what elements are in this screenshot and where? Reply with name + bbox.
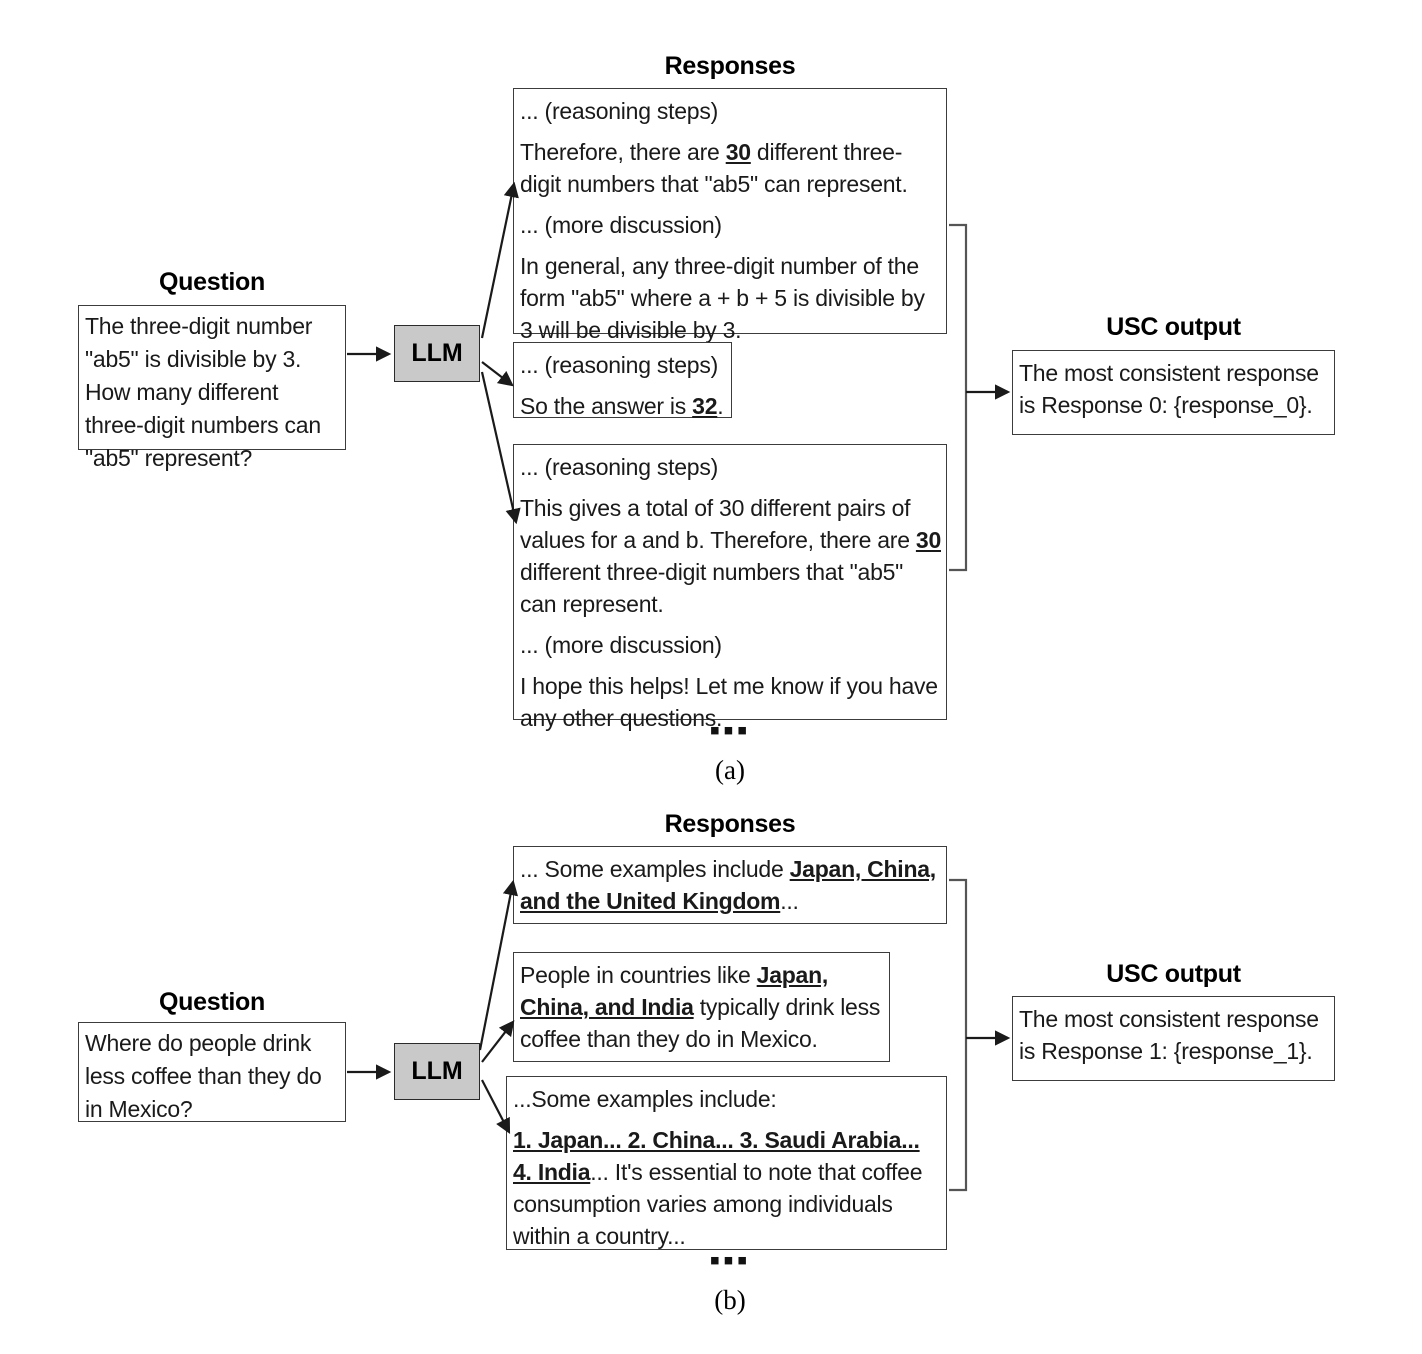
arrow-llm-to-response-b-0 xyxy=(478,879,519,1051)
response-line: Therefore, there are 30 different three-… xyxy=(520,136,942,200)
response-line: ...Some examples include: xyxy=(513,1083,942,1115)
responses-heading-b: Responses xyxy=(664,810,796,838)
response-box-a-0: ... (reasoning steps) Therefore, there a… xyxy=(513,88,947,343)
subfigure-caption-a: (a) xyxy=(715,755,745,785)
text-run: different three-digit numbers that "ab5"… xyxy=(520,139,908,197)
arrow-llm-to-response-b-2 xyxy=(481,1079,511,1135)
usc-output-heading-a: USC output xyxy=(1106,313,1241,341)
text-run: This gives a total of 30 different pairs… xyxy=(520,495,916,553)
text-run: ... (more discussion) xyxy=(520,212,722,238)
usc-output-box-a: The most consistent response is Response… xyxy=(1012,350,1335,435)
question-text-a: The three-digit number "ab5" is divisibl… xyxy=(85,313,321,471)
responses-heading-a: Responses xyxy=(664,52,796,80)
responses-ellipsis-b: ▪▪▪ xyxy=(709,1244,751,1277)
question-box-b: Where do people drink less coffee than t… xyxy=(78,1022,346,1122)
usc-output-heading-b: USC output xyxy=(1106,960,1241,988)
emphasis-run: 32 xyxy=(692,393,718,419)
text-run: ... (reasoning steps) xyxy=(520,454,719,480)
response-box-b-0: ... Some examples include Japan, China, … xyxy=(513,846,947,924)
arrow-llm-to-response-a-1 xyxy=(481,361,514,387)
response-line: So the answer is 32. xyxy=(520,390,727,422)
usc-output-box-b: The most consistent response is Response… xyxy=(1012,996,1335,1081)
text-run: . xyxy=(717,393,724,419)
text-run: So the answer is xyxy=(520,393,693,419)
question-heading-b: Question xyxy=(159,988,265,1016)
responses-bracket-a xyxy=(949,223,968,572)
response-line: I hope this helps! Let me know if you ha… xyxy=(520,670,942,734)
emphasis-run: 30 xyxy=(725,139,751,165)
text-run: ...Some examples include: xyxy=(513,1086,777,1112)
response-box-a-1: ... (reasoning steps) So the answer is 3… xyxy=(513,342,732,419)
response-line: ... (reasoning steps) xyxy=(520,349,727,381)
text-run: ... Some examples include xyxy=(520,856,790,882)
usc-output-text-b: The most consistent response is Response… xyxy=(1019,1006,1319,1064)
usc-output-text-a: The most consistent response is Response… xyxy=(1019,360,1319,418)
response-line: This gives a total of 30 different pairs… xyxy=(520,492,942,620)
question-heading-a: Question xyxy=(159,268,265,296)
responses-ellipsis-a: ▪▪▪ xyxy=(709,714,751,747)
response-line: In general, any three-digit number of th… xyxy=(520,250,942,346)
response-line: 1. Japan... 2. China... 3. Saudi Arabia.… xyxy=(513,1124,942,1252)
question-text-b: Where do people drink less coffee than t… xyxy=(85,1030,322,1122)
emphasis-run: 1. Japan... 2. China... 3. Saudi Arabia.… xyxy=(513,1127,920,1185)
text-run: ... (reasoning steps) xyxy=(520,352,719,378)
text-run: ... (reasoning steps) xyxy=(520,98,719,124)
arrow-llm-to-response-b-1 xyxy=(481,1020,515,1063)
response-line: ... (reasoning steps) xyxy=(520,451,942,483)
emphasis-run: 30 xyxy=(915,527,941,553)
llm-node-a: LLM xyxy=(394,325,480,382)
response-line: ... Some examples include Japan, China, … xyxy=(520,853,942,917)
text-run: People in countries like xyxy=(520,962,757,988)
responses-bracket-b xyxy=(949,878,968,1192)
text-run: ... It's essential to note that coffee c… xyxy=(513,1159,923,1249)
text-run: typically drink less coffee than they do… xyxy=(520,994,881,1052)
arrow-llm-to-response-a-0 xyxy=(480,181,519,339)
text-run: I hope this helps! Let me know if you ha… xyxy=(520,673,938,731)
response-line: ... (more discussion) xyxy=(520,209,942,241)
response-line: ... (more discussion) xyxy=(520,629,942,661)
response-box-a-2: ... (reasoning steps) This gives a total… xyxy=(513,444,947,731)
question-box-a: The three-digit number "ab5" is divisibl… xyxy=(78,305,346,471)
response-box-b-1: People in countries like Japan, China, a… xyxy=(513,952,890,1062)
subfigure-caption-b: (b) xyxy=(714,1285,746,1315)
emphasis-run: Japan, China, and India xyxy=(520,962,829,1020)
response-line: People in countries like Japan, China, a… xyxy=(520,959,885,1055)
text-run: ... xyxy=(780,888,799,914)
text-run: In general, any three-digit number of th… xyxy=(520,253,925,343)
response-box-b-2: ...Some examples include: 1. Japan... 2.… xyxy=(506,1076,947,1250)
text-run: Therefore, there are xyxy=(520,139,726,165)
llm-node-b: LLM xyxy=(394,1043,480,1100)
response-line: ... (reasoning steps) xyxy=(520,95,942,127)
arrow-llm-to-response-a-2 xyxy=(480,371,521,525)
text-run: ... (more discussion) xyxy=(520,632,722,658)
text-run: different three-digit numbers that "ab5"… xyxy=(520,559,904,617)
emphasis-run: Japan, China, and the United Kingdom xyxy=(520,856,936,914)
